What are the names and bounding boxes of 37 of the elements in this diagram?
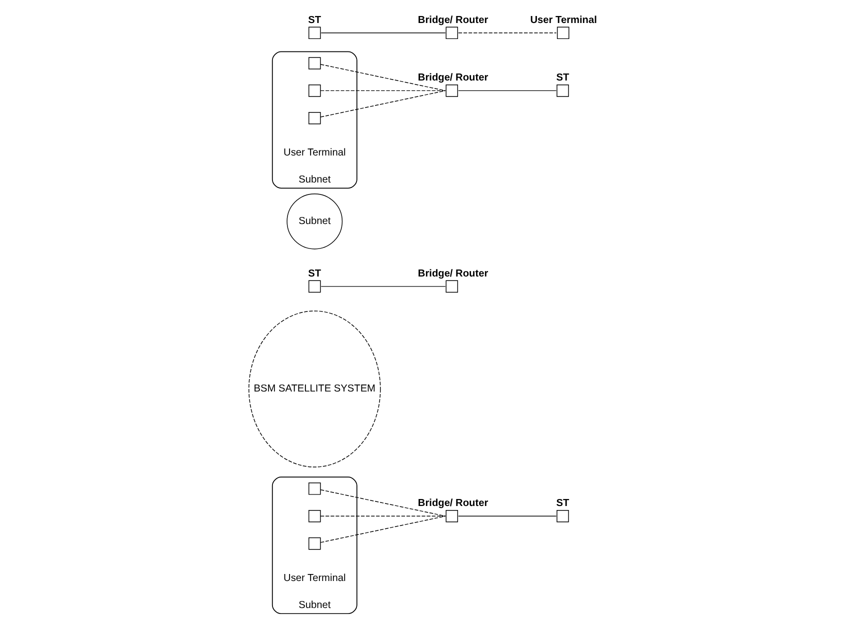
node-box bbox=[446, 510, 458, 522]
node-box bbox=[308, 26, 321, 40]
node-label: ST bbox=[556, 498, 570, 510]
connector bbox=[320, 286, 446, 287]
node-ellipse: BSM SATELLITE SYSTEM bbox=[248, 310, 381, 468]
node-label: User Terminal bbox=[530, 14, 597, 26]
node-box bbox=[446, 26, 458, 40]
node-box bbox=[556, 510, 569, 522]
connector bbox=[320, 516, 446, 543]
node-box bbox=[308, 482, 321, 495]
connector bbox=[320, 90, 446, 118]
node-box bbox=[556, 26, 570, 40]
node-label: ST bbox=[308, 268, 322, 280]
node-box bbox=[556, 84, 569, 97]
node-label: ST bbox=[308, 14, 322, 26]
node-circle: Subnet bbox=[286, 193, 343, 250]
connector bbox=[320, 32, 446, 34]
node-box bbox=[308, 510, 321, 522]
connector bbox=[320, 489, 446, 516]
connector bbox=[458, 90, 557, 92]
node-label: Bridge/ Router bbox=[418, 14, 488, 26]
connector bbox=[458, 32, 557, 34]
connector bbox=[320, 64, 446, 92]
node-box bbox=[308, 84, 321, 97]
label: User Terminal bbox=[284, 147, 346, 158]
node-box bbox=[308, 537, 321, 550]
node-label: Bridge/ Router bbox=[418, 498, 488, 510]
node-box bbox=[446, 280, 458, 293]
node-box bbox=[308, 280, 321, 293]
node-label: Bridge/ Router bbox=[418, 268, 488, 280]
node-box bbox=[308, 112, 321, 124]
node-box bbox=[446, 84, 458, 97]
label: User Terminal bbox=[284, 572, 346, 584]
node-label: Bridge/ Router bbox=[418, 72, 488, 84]
node-box bbox=[308, 57, 321, 70]
node-label: ST bbox=[556, 72, 570, 84]
connector bbox=[320, 90, 446, 92]
